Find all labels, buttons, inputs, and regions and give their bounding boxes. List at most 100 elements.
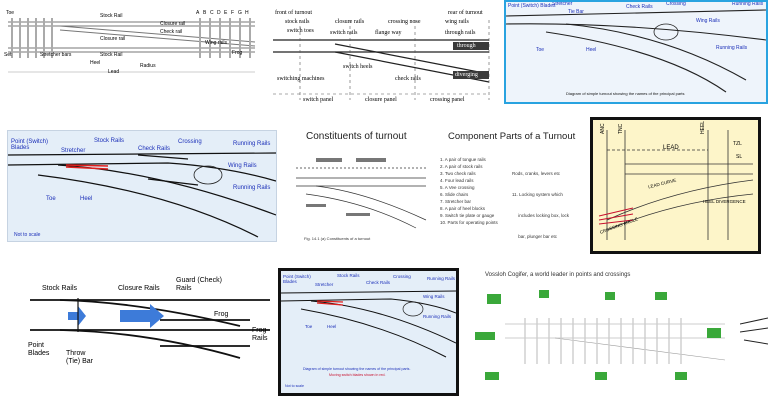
label-closure-rails: closure rails [335,19,365,25]
simple-turnout-drawing [506,9,766,93]
label-through-rails: through rails [445,30,476,36]
list-item: 2. A pair of stock rails [440,164,483,169]
label-heel: Heel [327,324,337,329]
label-switch-panel: switch panel [303,97,334,103]
vossloh-drawing [475,290,726,380]
label-closure-panel: closure panel [365,97,397,103]
image-result-turnout-not-to-scale[interactable]: Point (Switch) Blades Stretcher Stock Ra… [7,130,277,242]
label-closure-rails: Closure Rails [118,285,160,292]
image-result-lead-curve[interactable]: ANC TNC LEAD HEEL TZL SL LEAD CURVE HEEL… [590,117,761,254]
label-tie-bar: Tie Bar [568,9,584,15]
title: Component Parts of a Turnout [448,131,576,142]
caption: Fig. 14.1 (a) Constituents of a turnout [304,236,371,241]
list-item: 9. Switch tie plate or gauge [440,213,495,218]
image-result-point-blades[interactable]: Stock Rails Closure Rails Guard (Check) … [0,270,272,403]
label-running-rails-top: Running Rails [233,141,271,147]
label-frog: Frog [214,311,229,318]
letter-c: C [210,10,214,16]
image-result-constituents[interactable]: Constituents of turnout Fig. 14.1 (a) Co… [286,128,433,246]
title: Vossloh Cogifer, a world leader in point… [485,272,631,278]
turnout-plan-drawing [8,18,256,73]
list-item: 6. Slide chairs [440,192,469,197]
list-item: 7. Stretcher bar [440,199,472,204]
letter-g: G [238,10,242,16]
list-item: 10. Parts for operating points [440,220,498,225]
label-heel: HEEL [700,120,706,134]
letter-e: E [224,10,228,16]
point-blades-drawing [30,298,270,359]
partial-drawing [740,317,768,345]
list-item: 4. Four lead rails [440,178,474,183]
list-item: bar, plunger bar etc [512,234,558,239]
list-item: 8. A pair of heel blocks [440,206,486,211]
label-wing-rails: Wing rails [205,40,227,46]
label-running-rails: Running Rails [716,45,748,51]
label-switch-heels: switch heels [343,64,373,70]
label-wing-rails: Wing Rails [423,294,445,299]
label-rear-of-turnout: rear of turnout [448,10,483,16]
caption-line-2: Moving switch blades shown in red. [329,373,386,377]
letter-a: A [196,10,200,16]
label-heel: Heel [90,60,101,66]
label-crossing: Crossing [393,274,411,279]
label-throw-tie-bar: Throw (Tie) Bar [66,350,93,365]
label-check-rail: Check rail [160,29,183,35]
label-lead: Lead [108,69,120,75]
label-stretcher-bars: Stretcher bars [40,52,72,58]
label-heel: Heel [586,47,597,53]
image-result-simple-turnout[interactable]: Point (Switch) Blades Stretcher Tie Bar … [504,0,768,104]
letter-d: D [217,10,221,16]
label-radius: Radius [140,63,156,69]
moving-blades-drawing [281,290,456,358]
label-check-rails: Check Rails [366,280,391,285]
image-result-component-parts[interactable]: Component Parts of a Turnout 1. A pair o… [436,128,586,246]
label-stretcher: Stretcher [552,1,573,7]
label-stock-rails: stock rails [285,19,310,25]
label-wing-rails: wing rails [445,19,469,25]
label-toe: Toe [536,47,545,53]
image-result-turnout-panels[interactable]: front of turnout stock rails switch toes… [265,0,497,108]
list-item: 5. A Vee crossing [440,185,475,190]
label-crossing-panel: crossing panel [430,97,465,103]
image-result-partial[interactable] [740,300,768,360]
label-guard-check-rails: Guard (Check) Rails [176,277,222,292]
label-crossing-nose: crossing nose [388,19,421,25]
label-toe: Toe [46,196,56,202]
label-running-rails-top: Running Rails [732,1,764,7]
label-point-blades: Point (Switch) Blades [508,3,556,9]
image-result-turnout-plan[interactable]: Toe Stock Rail Closure rail Check rail S… [0,0,262,88]
label-toe: Toe [305,324,313,329]
label-stretcher: Stretcher [315,282,334,287]
label-point-blades: Point (Switch) Blades [283,274,311,284]
label-crossing: Crossing [666,1,686,7]
image-result-vossloh-cogifer[interactable]: Vossloh Cogifer, a world leader in point… [465,268,737,398]
image-result-moving-blades[interactable]: Point (Switch) Blades Stretcher Stock Ra… [278,268,459,396]
label-stretcher: Stretcher [61,148,86,154]
label-flange-way: flange way [375,30,402,36]
label-toe: Toe [6,10,15,16]
label-closure-rail-2: Closure rail [160,21,186,27]
label-not-to-scale: Not to scale [14,232,41,238]
list-item: 1. A pair of tongue rails [440,157,486,162]
label-heel: Heel [80,196,93,202]
label-stock-rails: Stock Rails [337,273,360,278]
list-item: 11. Locking system which [512,192,563,197]
label-tnc: TNC [618,123,624,134]
caption-line-1: Diagram of simple turnout showing the na… [303,367,411,371]
label-wing-rails: Wing Rails [228,163,257,169]
list-item: Rods, cranks, levers etc [512,171,561,176]
list-item: 3. Two check rails [440,171,476,176]
label-anc: ANC [600,123,606,134]
turnout-not-to-scale-drawing [8,152,276,238]
label-diverging: diverging [455,72,478,78]
title: Constituents of turnout [306,131,407,142]
label-point-blades: Point (Switch) Blades [11,139,49,151]
label-check-rails: Check Rails [138,146,171,152]
label-frog-rails: Frog Rails [252,327,268,342]
label-set: Set [4,52,12,58]
label-through: through [457,43,476,49]
label-stock-rail-2: Stock Rail [100,52,123,58]
label-frog: Frog [232,50,243,56]
label-running-rails-top: Running Rails [427,276,456,281]
label-heel-divergence: HEEL DIVERGENCE [703,199,746,204]
